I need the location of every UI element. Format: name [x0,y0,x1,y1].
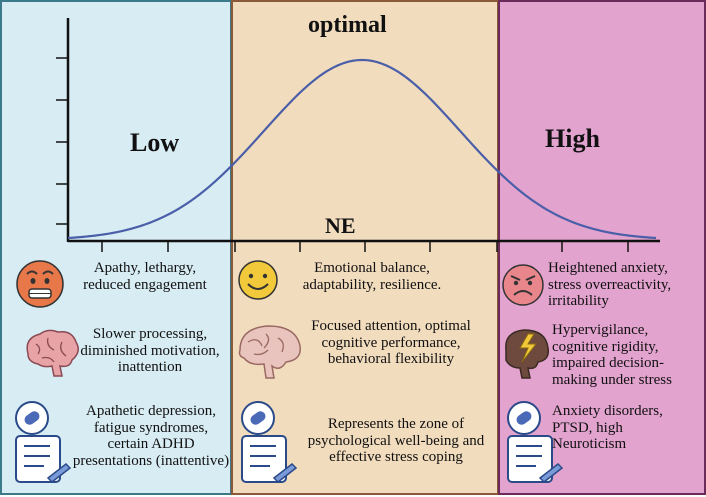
low-mood-text: Apathy, lethargy, reduced engagement [83,260,207,293]
high-mood-text: Heightened anxiety, stress overreactivit… [548,260,672,309]
prescription-icon [241,401,298,483]
x-axis [68,239,660,252]
high-clinical-text: Anxiety disorders, PTSD, high Neuroticis… [552,403,663,452]
x-axis-label: NE [325,213,356,238]
prescription-icon [507,401,564,483]
low-zone-title: Low [130,128,180,157]
bell-curve-line [67,58,657,240]
optimal-mood-text: Emotional balance, adaptability, resilie… [302,260,442,293]
high-zone-title: High [545,124,600,153]
optimal-cognition-text: Focused attention, optimal cognitive per… [311,318,471,367]
worried-face-icon [16,260,64,308]
brain-icon [26,329,79,377]
y-axis [56,18,70,242]
brain-lightning-icon [505,329,550,379]
angry-face-icon [502,264,544,306]
high-cognition-text: Hypervigilance, cognitive rigidity, impa… [552,322,672,388]
optimal-zone-title: optimal [308,12,387,38]
smiling-face-icon [238,260,278,300]
optimal-clinical-text: Represents the zone of psychological wel… [307,416,485,465]
low-clinical-text: Apathetic depression, fatigue syndromes,… [72,403,230,469]
prescription-icon [15,401,72,483]
low-cognition-text: Slower processing, diminished motivation… [80,326,220,375]
brain-side-icon [238,325,301,379]
